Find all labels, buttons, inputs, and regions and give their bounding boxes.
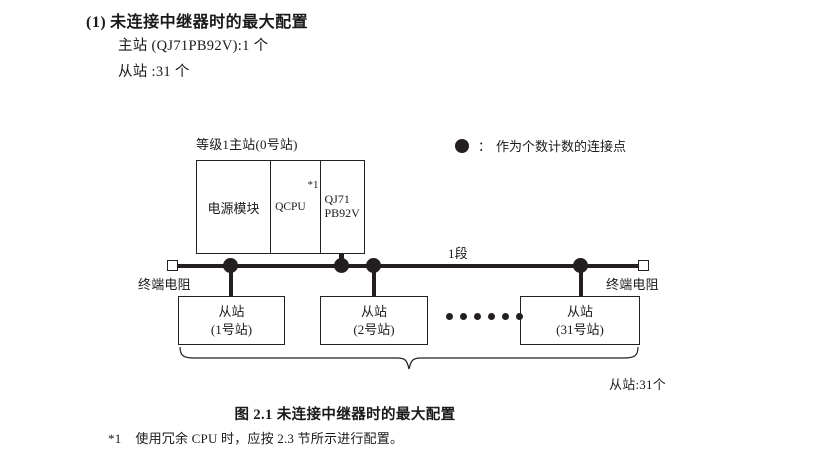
connection-node-slave-31 — [573, 258, 588, 273]
section-line-master: 主站 (QJ71PB92V):1 个 — [118, 38, 269, 54]
slaves-ellipsis-icon — [446, 313, 523, 320]
slaves-count-label: 从站:31个 — [609, 377, 666, 392]
terminator-right-label: 终端电阻 — [606, 277, 659, 292]
figure-caption: 图 2.1 未连接中继器时的最大配置 — [234, 407, 456, 423]
section-line-slave: 从站 :31 个 — [118, 64, 190, 80]
connection-node-slave-2 — [366, 258, 381, 273]
slave-station-2: 从站 (2号站) — [320, 296, 428, 345]
slaves-group-brace-icon — [178, 346, 640, 371]
terminator-right-icon — [638, 260, 649, 271]
qcpu-footnote-marker: *1 — [307, 179, 319, 191]
qcpu-module: QCPU *1 — [270, 161, 319, 253]
terminator-left-label: 终端电阻 — [138, 277, 191, 292]
footnote: *1 使用冗余 CPU 时，应按 2.3 节所示进行配置。 — [108, 428, 403, 447]
qcpu-module-label: QCPU — [275, 201, 306, 213]
connection-node-slave-1 — [223, 258, 238, 273]
terminator-left-icon — [167, 260, 178, 271]
power-supply-module: 电源模块 — [197, 161, 270, 253]
qj71pb92v-line1: QJ71 — [324, 192, 350, 207]
slave-station-31-line2: (31号站) — [556, 321, 604, 337]
slave-31-drop-line — [578, 263, 583, 297]
footnote-id: *1 — [108, 431, 122, 446]
segment-label: 1段 — [448, 246, 468, 261]
qj71pb92v-line2: PB92V — [324, 206, 360, 220]
slave-station-2-line2: (2号站) — [353, 321, 395, 337]
connection-point-dot-icon — [455, 138, 469, 153]
power-supply-module-label: 电源模块 — [207, 200, 260, 216]
slave-1-drop-line — [228, 263, 233, 297]
legend-colon: ： — [478, 139, 492, 154]
section-number: (1) — [86, 14, 107, 31]
master-station-label: 等级1主站(0号站) — [196, 137, 298, 152]
slave-2-drop-line — [371, 263, 376, 297]
slave-station-1: 从站 (1号站) — [178, 296, 285, 345]
slave-station-1-line1: 从站 — [218, 303, 245, 319]
slave-station-31-line1: 从站 — [566, 303, 593, 319]
slave-station-1-line2: (1号站) — [210, 321, 253, 337]
footnote-text: 使用冗余 CPU 时，应按 2.3 节所示进行配置。 — [135, 431, 404, 446]
slave-station-31: 从站 (31号站) — [520, 296, 640, 345]
legend-text: 作为个数计数的连接点 — [496, 139, 627, 154]
connection-node-master — [334, 258, 349, 273]
section-title-text: 未连接中继器时的最大配置 — [110, 14, 309, 31]
slave-station-2-line1: 从站 — [360, 303, 387, 319]
legend: ： 作为个数计数的连接点 — [455, 136, 626, 155]
section-title: (1)未连接中继器时的最大配置 — [86, 8, 308, 32]
profibus-trunk-line — [178, 263, 640, 268]
